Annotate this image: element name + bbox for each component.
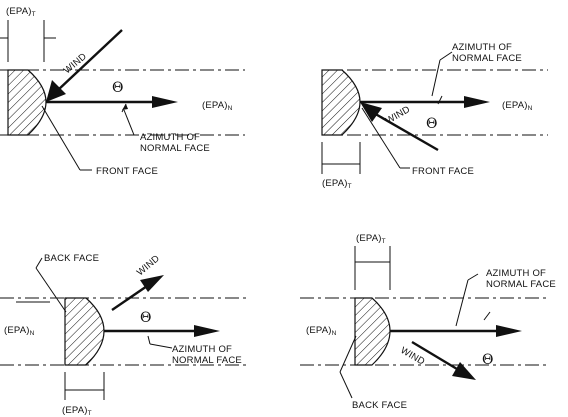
back-face-label: BACK FACE bbox=[44, 253, 99, 264]
panel-top-left: (EPA)T (EPA)N WIND Θ AZIMUTH OF NORMAL F… bbox=[0, 6, 245, 177]
normal-arrow-head bbox=[194, 325, 220, 337]
sign-face-body bbox=[354, 297, 391, 366]
wind-label: WIND bbox=[135, 253, 162, 278]
panel-top-right: (EPA)N WIND Θ AZIMUTH OF NORMAL FACE FRO… bbox=[321, 42, 548, 190]
wind-label: WIND bbox=[384, 104, 412, 127]
theta-label: Θ bbox=[426, 116, 437, 132]
normal-arrow-head bbox=[464, 96, 490, 108]
wind-arrow-head bbox=[452, 362, 476, 380]
azimuth-label-line2: NORMAL FACE bbox=[452, 53, 522, 64]
normal-arrow-head bbox=[152, 96, 178, 108]
normal-arrow-head bbox=[496, 325, 522, 337]
front-face-label: FRONT FACE bbox=[96, 166, 158, 177]
epa-t-label: (EPA)T bbox=[322, 178, 352, 190]
azimuth-label-line1: AZIMUTH OF bbox=[172, 344, 232, 355]
epa-n-label: (EPA)N bbox=[306, 325, 337, 337]
theta-label: Θ bbox=[140, 310, 151, 326]
azimuth-label-line1: AZIMUTH OF bbox=[486, 268, 546, 279]
sign-face-body bbox=[321, 69, 361, 136]
wind-arrow-head bbox=[46, 80, 66, 102]
wind-arrow-head bbox=[360, 102, 382, 122]
back-face-label: BACK FACE bbox=[352, 400, 407, 411]
azimuth-label-line2: NORMAL FACE bbox=[172, 355, 242, 366]
epa-t-label: (EPA)T bbox=[6, 6, 36, 18]
front-face-label: FRONT FACE bbox=[412, 166, 474, 177]
epa-n-label: (EPA)N bbox=[4, 325, 35, 337]
epa-n-label: (EPA)N bbox=[502, 100, 533, 112]
panel-bottom-left: (EPA)N WIND Θ AZIMUTH OF NORMAL FACE BAC… bbox=[0, 253, 250, 417]
epa-t-label: (EPA)T bbox=[62, 405, 92, 417]
epa-t-label: (EPA)T bbox=[356, 233, 386, 245]
panel-bottom-right: (EPA)T (EPA)N WIND Θ AZIMUTH OF NORMAL F… bbox=[300, 233, 556, 411]
azimuth-label-line2: NORMAL FACE bbox=[140, 143, 210, 154]
theta-label: Θ bbox=[112, 80, 123, 96]
azimuth-label-line2: NORMAL FACE bbox=[486, 279, 556, 290]
sign-face-body bbox=[7, 69, 47, 136]
azimuth-label-line1: AZIMUTH OF bbox=[140, 132, 200, 143]
azimuth-label-line1: AZIMUTH OF bbox=[452, 42, 512, 53]
theta-label: Θ bbox=[482, 352, 493, 368]
epa-n-label: (EPA)N bbox=[202, 100, 233, 112]
wind-arrow-head bbox=[140, 275, 164, 292]
sign-face-body bbox=[64, 297, 105, 366]
